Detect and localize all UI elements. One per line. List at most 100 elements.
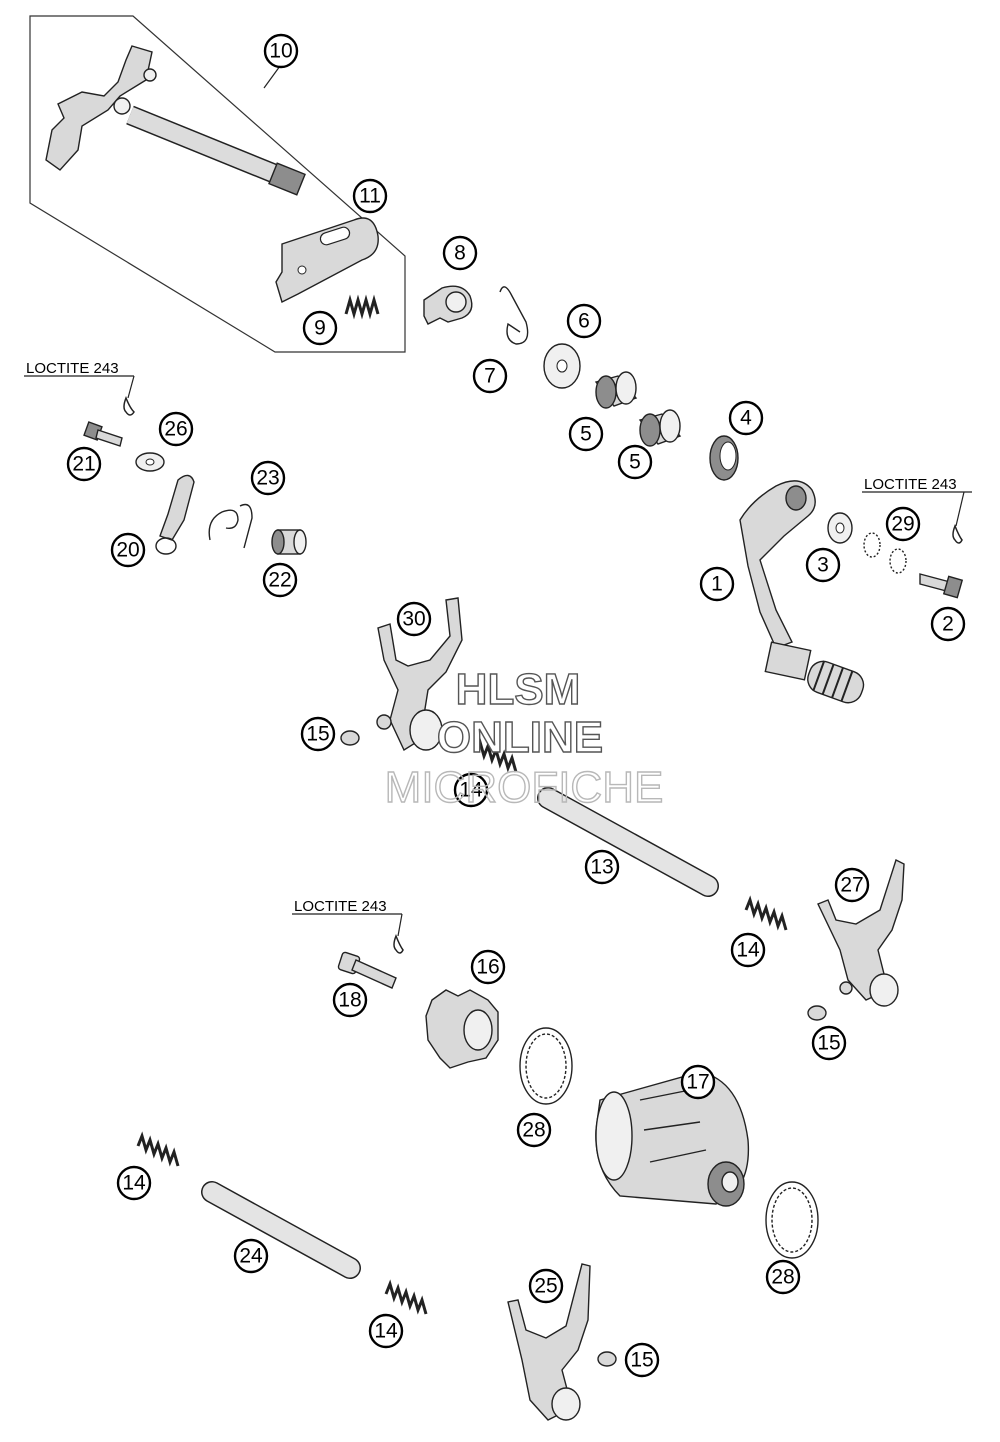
svg-text:14: 14	[122, 1172, 146, 1195]
spring-clip-7-icon	[499, 286, 529, 345]
loctite-label: LOCTITE 243	[864, 476, 957, 493]
bearing-5b-icon	[638, 409, 682, 447]
svg-text:3: 3	[817, 554, 829, 577]
svg-text:13: 13	[590, 856, 613, 879]
loctite-label: LOCTITE 243	[26, 360, 119, 377]
callout-15: 15	[811, 1025, 847, 1061]
lock-washer-29-icon	[863, 532, 907, 574]
callout-13: 13	[584, 849, 620, 885]
shift-drum-17-icon	[595, 1071, 750, 1207]
callout-5: 5	[568, 416, 604, 452]
callout-11: 11	[352, 178, 388, 214]
roller-22-icon	[271, 529, 307, 555]
svg-text:10: 10	[269, 40, 292, 63]
svg-text:23: 23	[256, 467, 279, 490]
shift-lever-1-icon	[739, 480, 865, 704]
callout-2: 2	[930, 606, 966, 642]
svg-text:28: 28	[522, 1119, 545, 1142]
callout-20: 20	[110, 532, 146, 568]
callout-27: 27	[834, 867, 870, 903]
bearing-28b-icon	[765, 1181, 819, 1259]
spring-14c-icon	[136, 1131, 180, 1167]
callout-1: 1	[699, 566, 735, 602]
guide-8-icon	[423, 285, 473, 325]
washer-26-icon	[135, 452, 165, 472]
callout-25: 25	[528, 1268, 564, 1304]
bearing-28a-icon	[519, 1027, 573, 1105]
svg-text:8: 8	[454, 242, 466, 265]
shift-star-16-icon	[425, 989, 499, 1069]
callout-6: 6	[566, 303, 602, 339]
callout-15: 15	[624, 1342, 660, 1378]
svg-text:28: 28	[771, 1266, 794, 1289]
svg-text:9: 9	[314, 317, 326, 340]
svg-text:2: 2	[942, 613, 954, 636]
shift-fork-25-icon	[507, 1263, 591, 1421]
svg-text:11: 11	[359, 185, 381, 208]
svg-text:1: 1	[711, 573, 723, 596]
leader-line	[263, 65, 281, 89]
callout-26: 26	[158, 411, 194, 447]
washer-6-icon	[543, 343, 581, 389]
drop-icon	[952, 523, 963, 544]
svg-text:30: 30	[402, 608, 425, 631]
svg-text:7: 7	[484, 365, 496, 388]
pin-15b-icon	[807, 1005, 827, 1021]
callout-28: 28	[765, 1259, 801, 1295]
callout-29: 29	[885, 506, 921, 542]
drop-icon	[393, 933, 404, 954]
callout-30: 30	[396, 601, 432, 637]
bolt-21-icon	[83, 421, 123, 447]
pin-15c-icon	[597, 1351, 617, 1367]
drop-icon	[123, 395, 135, 416]
svg-text:16: 16	[476, 956, 499, 979]
callout-23: 23	[250, 460, 286, 496]
pin-15a-icon	[340, 730, 360, 746]
svg-text:14: 14	[374, 1320, 398, 1343]
shift-fork-27-icon	[817, 859, 905, 1007]
callout-9: 9	[302, 310, 338, 346]
callout-21: 21	[66, 446, 102, 482]
callout-10: 10	[263, 33, 299, 69]
callout-5: 5	[617, 444, 653, 480]
svg-text:17: 17	[686, 1071, 709, 1094]
callout-14: 14	[453, 772, 489, 808]
fork-shaft-24-icon	[201, 1181, 361, 1279]
svg-text:4: 4	[740, 407, 752, 430]
callout-4: 4	[728, 400, 764, 436]
callout-22: 22	[262, 562, 298, 598]
callout-7: 7	[472, 358, 508, 394]
spring-23-icon	[208, 503, 253, 549]
callout-14: 14	[730, 932, 766, 968]
svg-text:14: 14	[736, 939, 760, 962]
watermark-line1: HLSM	[456, 665, 581, 714]
callout-18: 18	[332, 982, 368, 1018]
callout-14: 14	[368, 1313, 404, 1349]
svg-text:14: 14	[459, 779, 483, 802]
svg-text:29: 29	[891, 513, 914, 536]
svg-text:6: 6	[578, 310, 590, 333]
callout-16: 16	[470, 949, 506, 985]
svg-text:5: 5	[580, 423, 592, 446]
callout-17: 17	[680, 1064, 716, 1100]
bolt-2-icon	[919, 573, 964, 599]
svg-text:26: 26	[164, 418, 187, 441]
callout-8: 8	[442, 235, 478, 271]
shift-plate-icon	[275, 217, 379, 303]
svg-text:18: 18	[338, 989, 361, 1012]
svg-text:15: 15	[306, 723, 329, 746]
callout-3: 3	[805, 547, 841, 583]
svg-text:20: 20	[116, 539, 139, 562]
loctite-leader	[955, 491, 965, 527]
svg-text:27: 27	[840, 874, 863, 897]
spring-9-icon	[344, 294, 380, 320]
loctite-label: LOCTITE 243	[294, 898, 387, 915]
fork-shaft-13-icon	[537, 787, 719, 897]
callout-28: 28	[516, 1112, 552, 1148]
arm-20-icon	[155, 474, 195, 555]
svg-text:15: 15	[817, 1032, 840, 1055]
watermark-line2: ONLINE	[437, 713, 603, 762]
bearing-5a-icon	[594, 371, 638, 409]
svg-text:24: 24	[239, 1245, 263, 1268]
